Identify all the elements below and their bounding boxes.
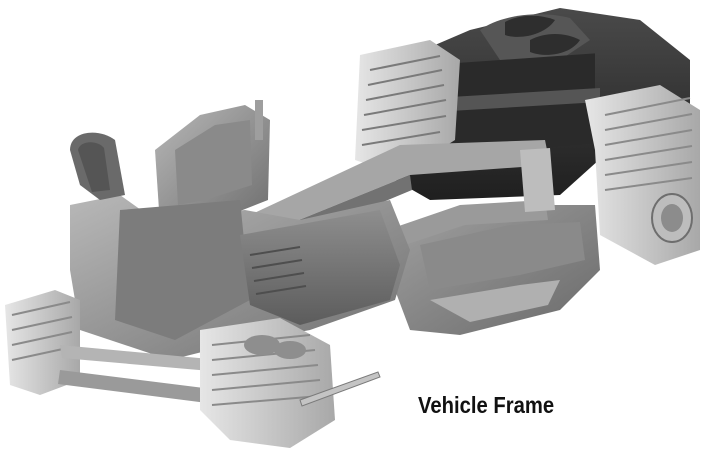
- figure-caption: Vehicle Frame: [418, 392, 555, 418]
- seat-back: [155, 100, 270, 225]
- rear-right-gearbox: [585, 85, 700, 265]
- rear-fender: [395, 205, 600, 335]
- rear-left-gearbox: [355, 40, 460, 175]
- steering-column: [70, 132, 125, 200]
- front-right-gearbox: [200, 318, 381, 448]
- frame-body-tub: [70, 195, 410, 360]
